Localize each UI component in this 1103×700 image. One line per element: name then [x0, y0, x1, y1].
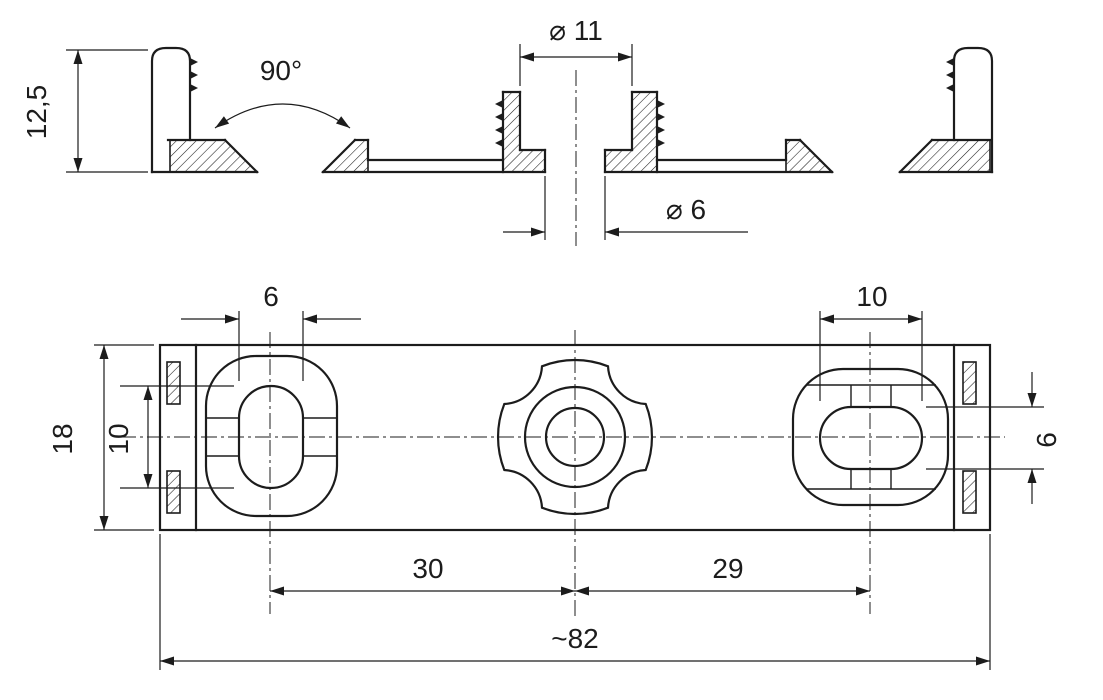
dimension-right-slot-width-label: 6: [1031, 432, 1062, 448]
dimension-left-slot-width-label: 6: [263, 281, 279, 312]
dimension-left-slot-length: 10: [103, 385, 234, 489]
dimension-left-pitch: 30: [270, 553, 575, 596]
plan-centerlines: [120, 330, 1005, 616]
dimension-hole-label: ⌀ 6: [666, 194, 706, 225]
dimension-right-pitch-label: 29: [712, 553, 743, 584]
plan-view: 6 10 18 10: [47, 281, 1062, 670]
dimension-overall-height-label: 18: [47, 423, 78, 454]
right-clip-section: [946, 46, 994, 174]
dimension-angle: 90°: [214, 55, 351, 129]
dimension-right-pitch: 29: [575, 553, 870, 596]
dimension-left-slot-width: 6: [181, 281, 361, 381]
dimension-angle-label: 90°: [260, 55, 302, 86]
edge-serration-strips: [166, 361, 977, 514]
center-boss-section: [495, 90, 665, 174]
boss-serrations: [495, 100, 665, 147]
dimension-right-slot-length: 10: [819, 281, 923, 401]
dimension-left-pitch-label: 30: [412, 553, 443, 584]
dimension-left-slot-length-label: 10: [103, 423, 134, 454]
dimension-overall-height: 18: [47, 344, 154, 531]
section-view: 12,5 90° ⌀ 11 ⌀ 6: [21, 15, 994, 246]
dimension-height-label: 12,5: [21, 85, 52, 140]
left-clip-section: [150, 46, 198, 174]
dimension-counterbore-diameter: ⌀ 11: [519, 15, 633, 86]
dimension-overall-length: ~82: [159, 534, 991, 670]
dimension-counterbore-label: ⌀ 11: [549, 15, 603, 46]
dimension-height: 12,5: [21, 49, 148, 173]
dimension-right-slot-width: 6: [926, 372, 1062, 504]
plate-top-edge: [166, 138, 992, 162]
left-slot: [204, 354, 339, 518]
dimension-hole-diameter: ⌀ 6: [503, 176, 748, 240]
dimension-right-slot-length-label: 10: [856, 281, 887, 312]
dimension-overall-length-label: ~82: [551, 623, 599, 654]
